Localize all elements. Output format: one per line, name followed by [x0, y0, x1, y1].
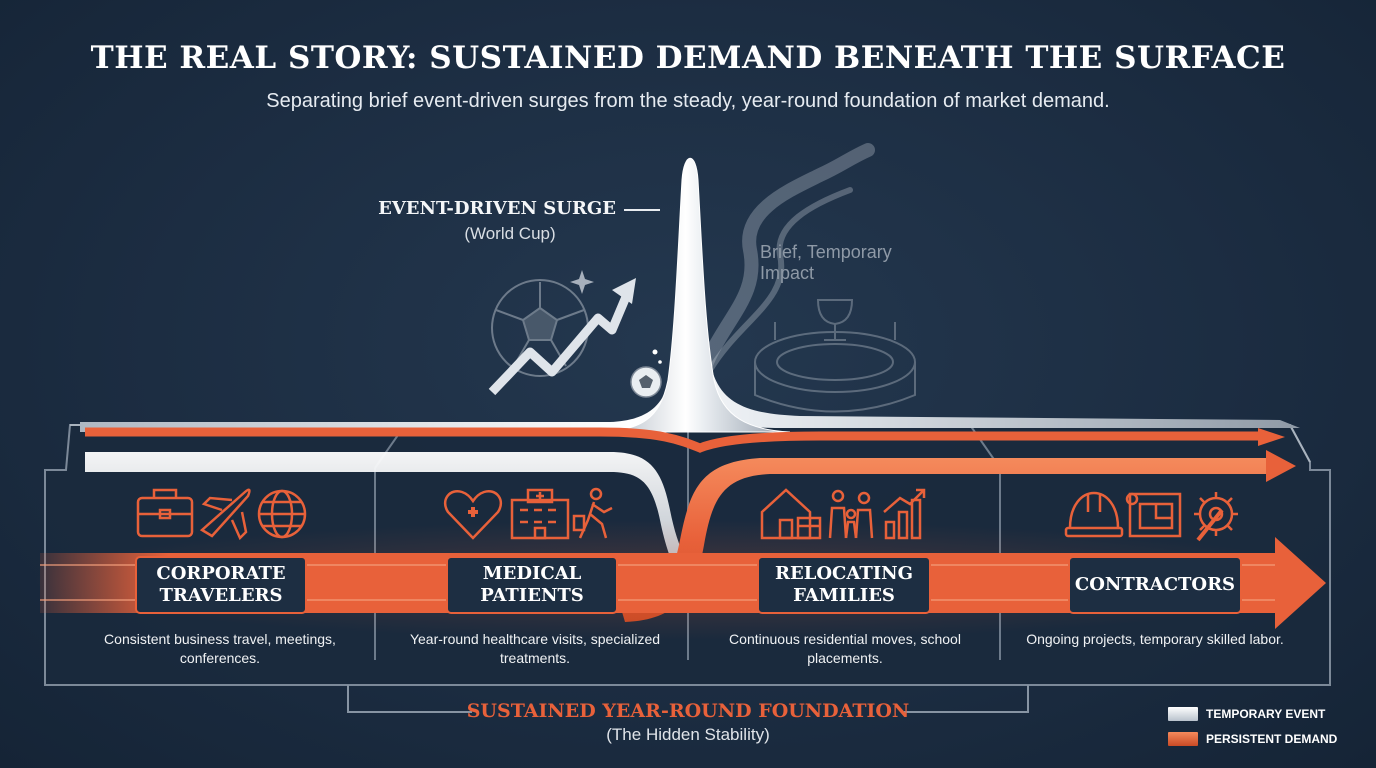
briefcase-icon — [136, 488, 194, 538]
hard-hat-icon — [1064, 491, 1124, 538]
legend-item-persistent-demand: PERSISTENT DEMAND — [1168, 729, 1337, 749]
segment-description-corporate-travelers: Consistent business travel, meetings, co… — [104, 631, 336, 666]
surge-label: EVENT-DRIVEN SURGE — [378, 198, 616, 219]
airplane-icon — [199, 488, 251, 541]
soccer-ball-icon — [491, 279, 589, 377]
foundation-bracket — [347, 685, 1029, 713]
segment-description-contractors: Ongoing projects, temporary skilled labo… — [1026, 631, 1284, 647]
page-title: THE REAL STORY: SUSTAINED DEMAND BENEATH… — [90, 40, 1286, 76]
legend-item-temporary-event: TEMPORARY EVENT — [1168, 704, 1325, 724]
hospital-icon — [510, 488, 570, 540]
segment-label-corporate-travelers: CORPORATE TRAVELERS — [135, 556, 307, 614]
segment-label-medical-patients: MEDICAL PATIENTS — [446, 556, 618, 614]
segment-label-contractors: CONTRACTORS — [1068, 556, 1242, 614]
surge-peak — [599, 157, 791, 433]
walking-person-icon — [572, 487, 613, 539]
segment-label-relocating-families: RELOCATING FAMILIES — [757, 556, 931, 614]
legend-swatch-temporary-event — [1168, 707, 1198, 721]
sparkle-icon — [570, 270, 594, 294]
stadium-trophy-icon — [754, 299, 916, 413]
legend-swatch-persistent-demand — [1168, 732, 1198, 746]
segment-description-relocating-families: Continuous residential moves, school pla… — [729, 631, 961, 666]
trend-arrow-icon — [488, 278, 636, 396]
legend-label: TEMPORARY EVENT — [1206, 707, 1326, 721]
blueprint-icon — [1125, 492, 1182, 538]
family-icon — [828, 489, 874, 539]
gear-wrench-icon — [1194, 492, 1238, 542]
persistent-demand-arrow — [40, 537, 1326, 629]
persistent-band-top — [85, 427, 1262, 453]
heart-cross-icon — [443, 489, 503, 540]
smoke-wisp — [693, 143, 875, 387]
page-subtitle: Separating brief event-driven surges fro… — [266, 90, 1110, 112]
foundation-label: SUSTAINED YEAR-ROUND FOUNDATION — [466, 700, 910, 722]
legend-label: PERSISTENT DEMAND — [1206, 732, 1338, 746]
surge-sublabel: (World Cup) — [464, 224, 556, 243]
globe-icon — [257, 489, 307, 539]
temporary-event-ribbon — [85, 452, 735, 610]
impact-label: Brief, Temporary Impact — [760, 242, 892, 283]
rising-bars-icon — [883, 488, 926, 540]
foundation-sublabel: (The Hidden Stability) — [606, 725, 770, 744]
segment-description-medical-patients: Year-round healthcare visits, specialize… — [409, 631, 661, 666]
house-box-icon — [760, 488, 822, 540]
